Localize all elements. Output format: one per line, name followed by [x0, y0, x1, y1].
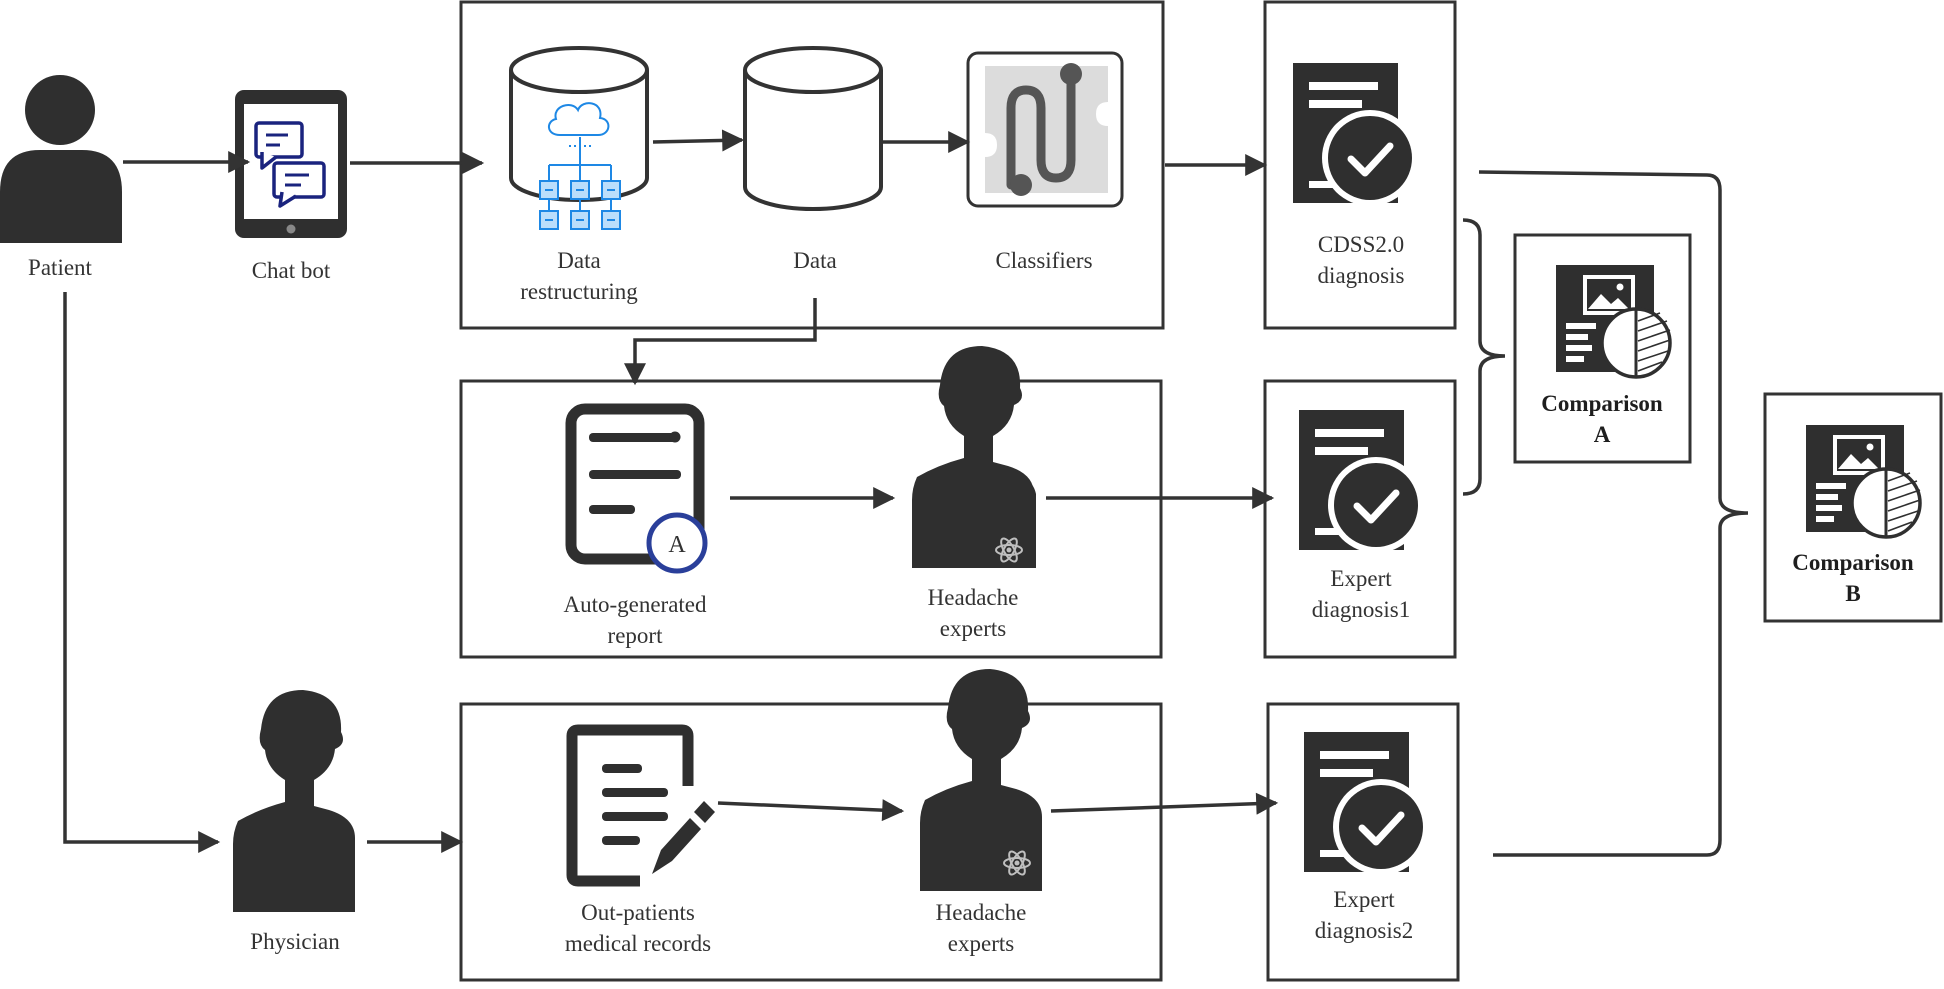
chatbot-icon	[235, 90, 347, 238]
bracket-comparison-b	[1478, 170, 1749, 857]
expert-diagnosis2-icon	[1304, 732, 1429, 875]
comparison-a-label-2: A	[1593, 422, 1611, 447]
data-database-icon	[743, 46, 883, 211]
cdss-label-1: CDSS2.0	[1317, 232, 1405, 257]
data-restructuring-label-2: restructuring	[520, 279, 638, 304]
auto-report-icon: A	[565, 403, 708, 574]
arrow-patient-to-physician	[63, 292, 221, 853]
physician-icon	[233, 690, 355, 912]
arrow-records-to-experts-b	[717, 799, 905, 822]
data-label: Data	[793, 248, 837, 273]
classifiers-label: Classifiers	[995, 248, 1093, 273]
comparison-b-box	[1763, 392, 1943, 623]
data-restructuring-label-1: Data	[557, 248, 601, 273]
comparison-a-icon	[1556, 265, 1672, 379]
cdss-diagnosis-icon	[1293, 63, 1418, 206]
expert-diagnosis1-icon	[1299, 410, 1424, 553]
auto-report-label-1: Auto-generated	[563, 592, 707, 617]
arrow-restructuring-to-data	[652, 129, 745, 152]
comparison-b-label-2: B	[1845, 581, 1861, 606]
headache-experts-a-label-2: experts	[939, 616, 1007, 641]
report-badge-letter: A	[668, 532, 686, 558]
bracket-comparison-a	[1462, 218, 1506, 496]
pipeline-box	[459, 0, 1165, 330]
cdss-label-2: diagnosis	[1317, 263, 1405, 288]
patient-icon	[0, 75, 122, 243]
comparison-b-icon	[1806, 425, 1922, 539]
comparison-b-label-1: Comparison	[1792, 550, 1914, 575]
arrow-data-to-report	[624, 298, 817, 386]
medical-records-label-1: Out-patients	[581, 900, 695, 925]
headache-experts-b-icon	[920, 669, 1042, 891]
expert-diagnosis1-label-2: diagnosis1	[1311, 597, 1411, 622]
classifiers-icon	[966, 51, 1124, 208]
headache-experts-a-icon	[912, 346, 1036, 568]
report-box	[459, 379, 1163, 659]
expert-diagnosis1-label-1: Expert	[1330, 566, 1392, 591]
auto-report-label-2: report	[607, 623, 663, 648]
expert-diagnosis2-label-2: diagnosis2	[1314, 918, 1414, 943]
comparison-a-label-1: Comparison	[1541, 391, 1663, 416]
patient-label: Patient	[28, 255, 92, 280]
physician-label: Physician	[250, 929, 340, 954]
medical-records-icon	[566, 724, 715, 887]
expert2-box	[1266, 702, 1460, 982]
headache-experts-b-label-1: Headache	[935, 900, 1027, 925]
comparison-a-box	[1513, 233, 1692, 464]
data-restructuring-icon	[509, 46, 649, 230]
headache-experts-b-label-2: experts	[947, 931, 1015, 956]
expert-diagnosis2-label-1: Expert	[1333, 887, 1395, 912]
headache-experts-a-label-1: Headache	[927, 585, 1019, 610]
chatbot-label: Chat bot	[251, 258, 331, 283]
expert1-box	[1263, 379, 1457, 659]
arrow-experts-b-to-expert2	[1050, 792, 1279, 815]
medical-records-label-2: medical records	[564, 931, 712, 956]
